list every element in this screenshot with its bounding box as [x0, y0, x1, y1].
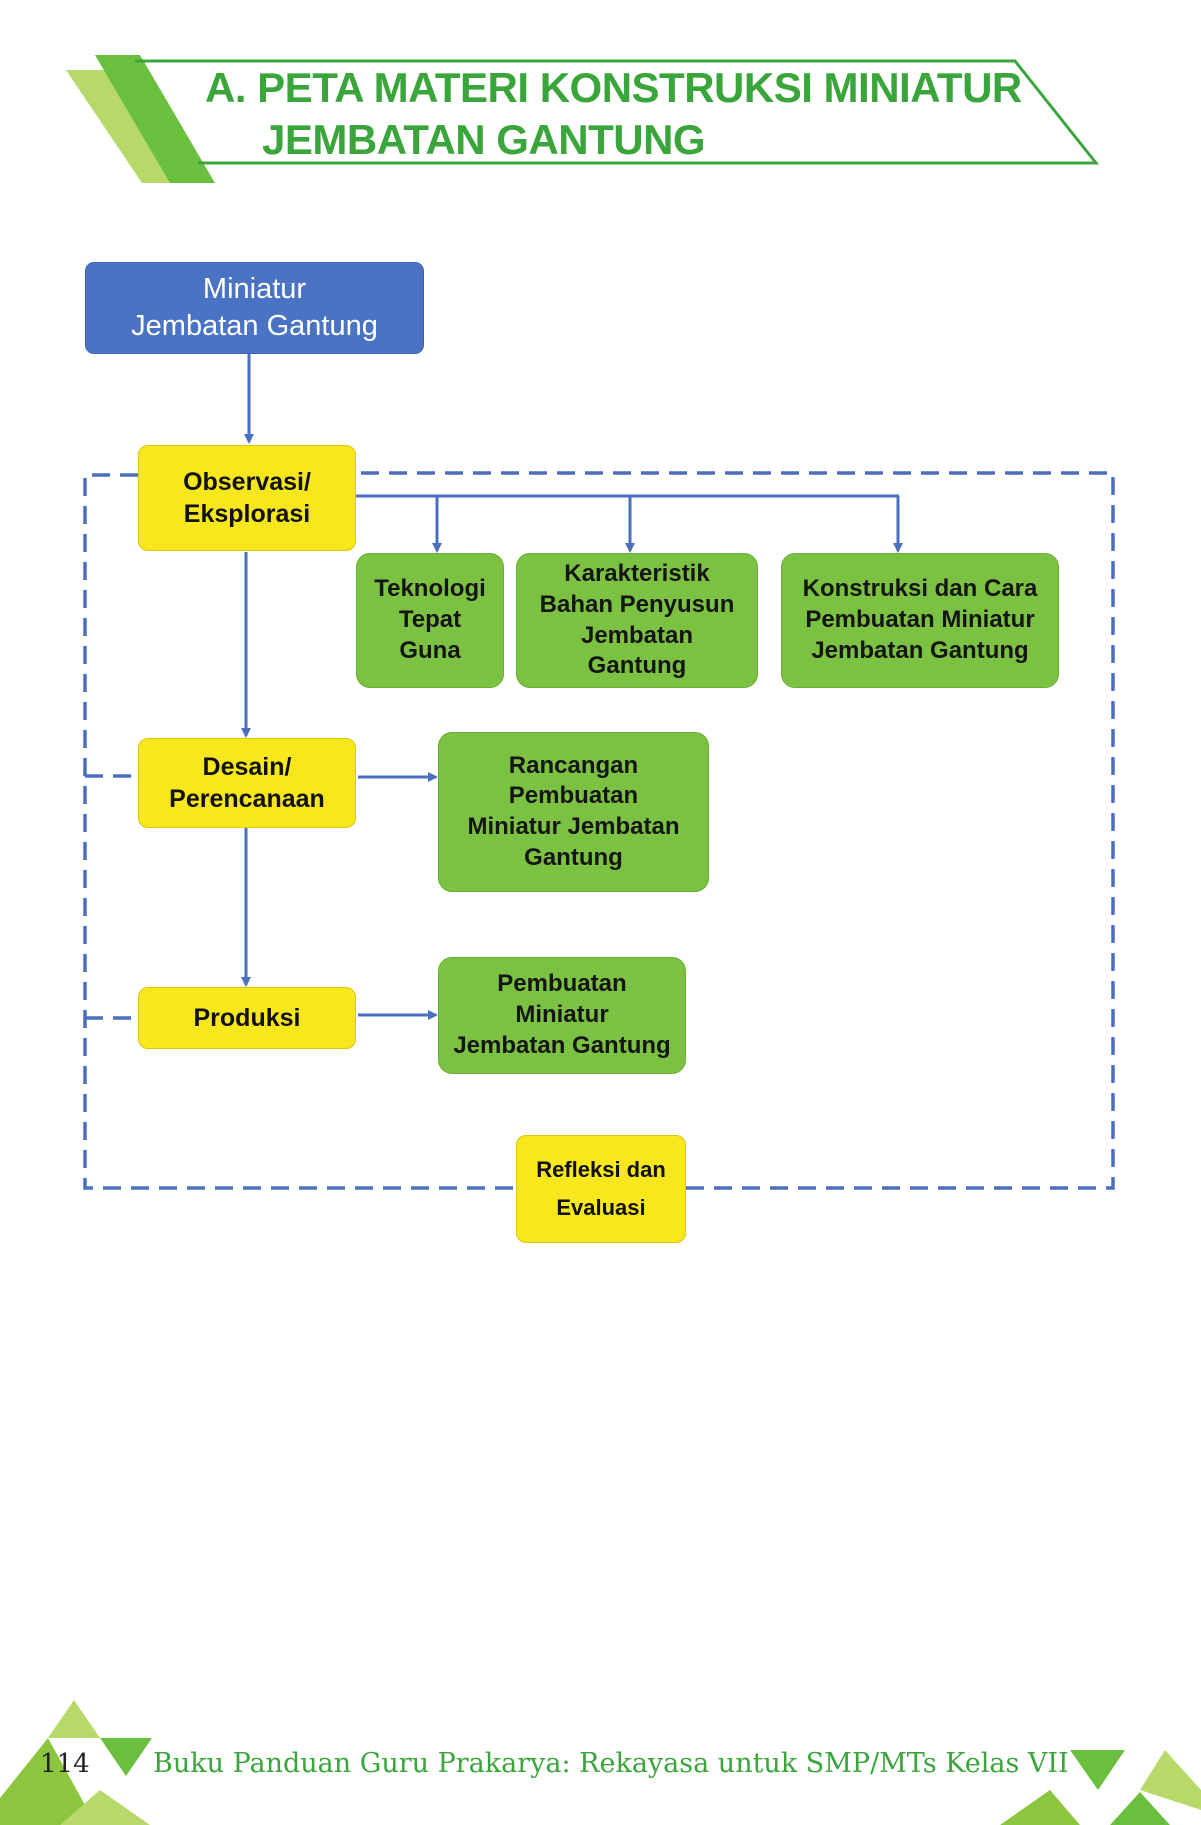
step-desain: Desain/ Perencanaan — [138, 738, 356, 828]
diagram-connectors — [83, 354, 1115, 1190]
output-konstruksi: Konstruksi dan Cara Pembuatan Miniatur J… — [781, 553, 1059, 688]
footer-triangle — [1000, 1790, 1080, 1825]
reflection-loop-boundary — [83, 471, 1115, 1190]
footer-triangle — [0, 1738, 96, 1825]
footer-decoration — [0, 1700, 1201, 1825]
footer-triangle — [60, 1790, 150, 1825]
page-title-line-2: JEMBATAN GANTUNG — [262, 116, 706, 163]
boundary-ticks — [85, 774, 138, 1020]
page-number: 114 — [40, 1749, 90, 1779]
output-karakteristik: Karakteristik Bahan Penyusun Jembatan Ga… — [516, 553, 758, 688]
footer-triangle — [1140, 1750, 1201, 1810]
step-produksi: Produksi — [138, 987, 356, 1049]
root-node: Miniatur Jembatan Gantung — [85, 262, 424, 354]
step-observasi: Observasi/ Eksplorasi — [138, 445, 356, 551]
output-pembuatan: Pembuatan Miniatur Jembatan Gantung — [438, 957, 686, 1074]
footer-triangle — [1110, 1792, 1170, 1825]
output-rancangan: Rancangan Pembuatan Miniatur Jembatan Ga… — [438, 732, 709, 892]
header-decoration — [66, 55, 1100, 183]
footer-triangle — [1070, 1750, 1125, 1790]
book-title: Buku Panduan Guru Prakarya: Rekayasa unt… — [153, 1748, 1069, 1779]
header-stripe-dark — [95, 55, 215, 183]
page-title-line-1: A. PETA MATERI KONSTRUKSI MINIATUR — [205, 64, 1022, 111]
footer-triangle — [48, 1700, 100, 1738]
step-refleksi: Refleksi dan Evaluasi — [516, 1135, 686, 1243]
header-title-frame — [135, 59, 1100, 165]
output-teknologi: Teknologi Tepat Guna — [356, 553, 504, 688]
footer-triangle — [100, 1738, 152, 1776]
